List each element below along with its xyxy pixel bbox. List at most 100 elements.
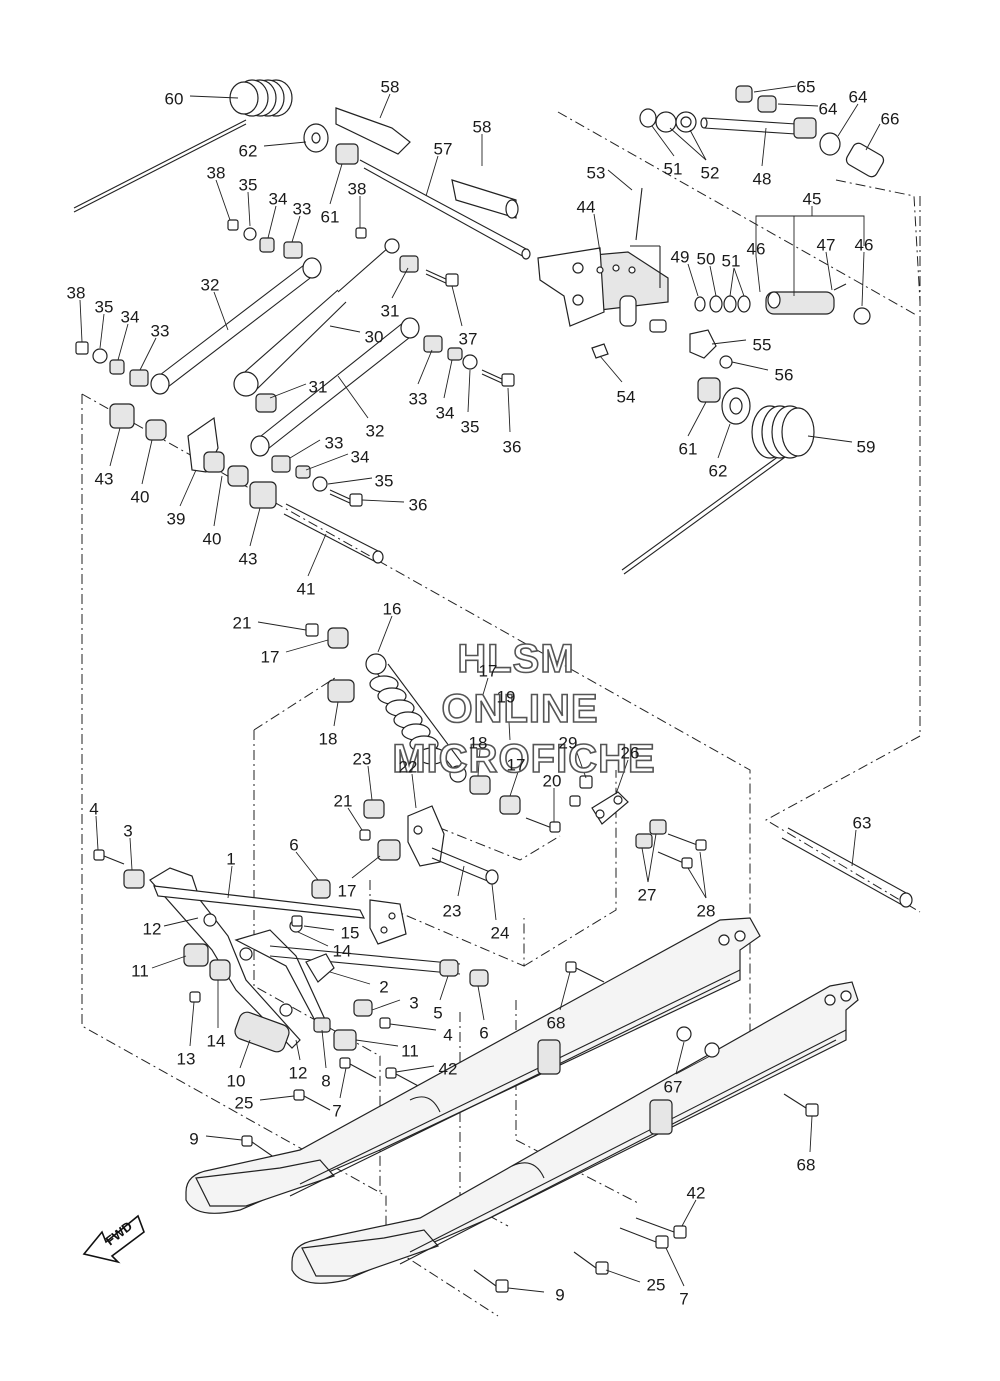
washer-stack [694, 283, 871, 325]
part-number-label: 14 [207, 1031, 226, 1050]
part-number-label: 26 [621, 743, 640, 762]
part-number-label: 38 [348, 179, 367, 198]
part-number-label: 33 [409, 389, 428, 408]
shaft-41 [283, 503, 384, 564]
watermark-line1: HLSM [457, 637, 574, 681]
part-number-label: 27 [638, 885, 657, 904]
bolts-36-37 [329, 269, 515, 507]
part-number-label: 12 [143, 919, 162, 938]
part-number-label: 35 [239, 175, 258, 194]
part-number-label: 64 [819, 99, 838, 118]
part-number-label: 49 [671, 247, 690, 266]
part-number-label: 17 [479, 661, 498, 680]
part-number-label: 32 [366, 421, 385, 440]
part-number-label: 34 [121, 307, 140, 326]
part-number-label: 63 [853, 813, 872, 832]
part-number-label: 21 [233, 613, 252, 632]
part-number-label: 1 [226, 849, 235, 868]
part-number-label: 47 [817, 235, 836, 254]
part-number-label: 61 [321, 207, 340, 226]
fwd-arrow-icon: FWD [82, 1214, 145, 1264]
part-number-label: 9 [189, 1129, 198, 1148]
part-number-label: 21 [334, 791, 353, 810]
collar-18 [327, 679, 355, 703]
bracket-22 [359, 799, 499, 885]
part-number-label: 9 [555, 1285, 564, 1304]
part-number-label: 59 [857, 437, 876, 456]
part-number-label: 41 [297, 579, 316, 598]
part-number-label: 62 [239, 141, 258, 160]
part-number-label: 2 [379, 977, 388, 996]
rail-bolts [473, 1093, 819, 1293]
part-number-label: 57 [434, 139, 453, 158]
part-number-label: 12 [289, 1063, 308, 1082]
part-number-label: 33 [325, 433, 344, 452]
part-number-label: 45 [803, 189, 822, 208]
part-number-label: 33 [151, 321, 170, 340]
part-number-label: 17 [507, 755, 526, 774]
part-number-label: 23 [353, 749, 372, 768]
part-number-label: 25 [235, 1093, 254, 1112]
clip-56 [719, 355, 733, 369]
part-number-label: 48 [753, 169, 772, 188]
part-number-label: 35 [461, 417, 480, 436]
front-arm [93, 849, 489, 1053]
part-number-label: 39 [167, 509, 186, 528]
part-number-label: 51 [722, 251, 741, 270]
part-number-label: 11 [401, 1041, 419, 1060]
shaft-57 [359, 159, 531, 260]
part-number-label: 51 [664, 159, 683, 178]
washer-67a [676, 1026, 692, 1042]
part-number-label: 31 [309, 377, 328, 396]
part-number-label: 28 [697, 901, 716, 920]
hardware-stacks [75, 219, 478, 492]
part-number-label: 6 [289, 835, 298, 854]
part-number-label: 13 [177, 1049, 196, 1068]
part-number-label: 34 [436, 403, 455, 422]
bushing-43a [109, 403, 135, 429]
part-number-label: 64 [849, 87, 868, 106]
part-number-label: 38 [67, 283, 86, 302]
part-number-label: 46 [855, 235, 874, 254]
washer-67b [704, 1042, 720, 1058]
slide-rail-left [185, 917, 761, 1214]
link-32-upper [150, 257, 322, 395]
part-number-label: 18 [319, 729, 338, 748]
right-shaft-assembly [639, 85, 885, 178]
part-number-label: 7 [332, 1101, 341, 1120]
part-number-label: 17 [338, 881, 357, 900]
part-number-label: 34 [351, 447, 370, 466]
part-number-label: 5 [433, 1003, 442, 1022]
shock-30 [233, 238, 400, 413]
part-number-label: 55 [753, 335, 772, 354]
part-number-label: 25 [647, 1275, 666, 1294]
part-number-label: 36 [503, 437, 522, 456]
watermark: HLSM ONLINE MICROFICHE [392, 636, 656, 782]
shock-16 [365, 653, 467, 783]
part-number-label: 3 [409, 993, 418, 1012]
part-number-label: 36 [409, 495, 428, 514]
torsion-spring-left [73, 79, 293, 213]
part-number-label: 38 [207, 163, 226, 182]
part-number-label: 62 [709, 461, 728, 480]
part-number-label: 22 [399, 757, 418, 776]
part-number-label: 66 [881, 109, 900, 128]
part-number-label: 58 [473, 117, 492, 136]
part-number-label: 58 [381, 77, 400, 96]
part-number-label: 10 [227, 1071, 246, 1090]
bushing-61 [335, 143, 359, 165]
part-number-label: 30 [365, 327, 384, 346]
part-number-label: 40 [131, 487, 150, 506]
leader-lines [79, 85, 881, 1293]
part-number-label: 17 [261, 647, 280, 666]
part-number-label: 52 [701, 163, 720, 182]
part-number-label: 18 [469, 733, 488, 752]
part-number-label: 34 [269, 189, 288, 208]
part-number-label: 24 [491, 923, 510, 942]
part-number-label: 56 [775, 365, 794, 384]
part-number-label: 54 [617, 387, 636, 406]
part-number-label: 61 [679, 439, 698, 458]
torsion-spring-right [621, 377, 815, 575]
